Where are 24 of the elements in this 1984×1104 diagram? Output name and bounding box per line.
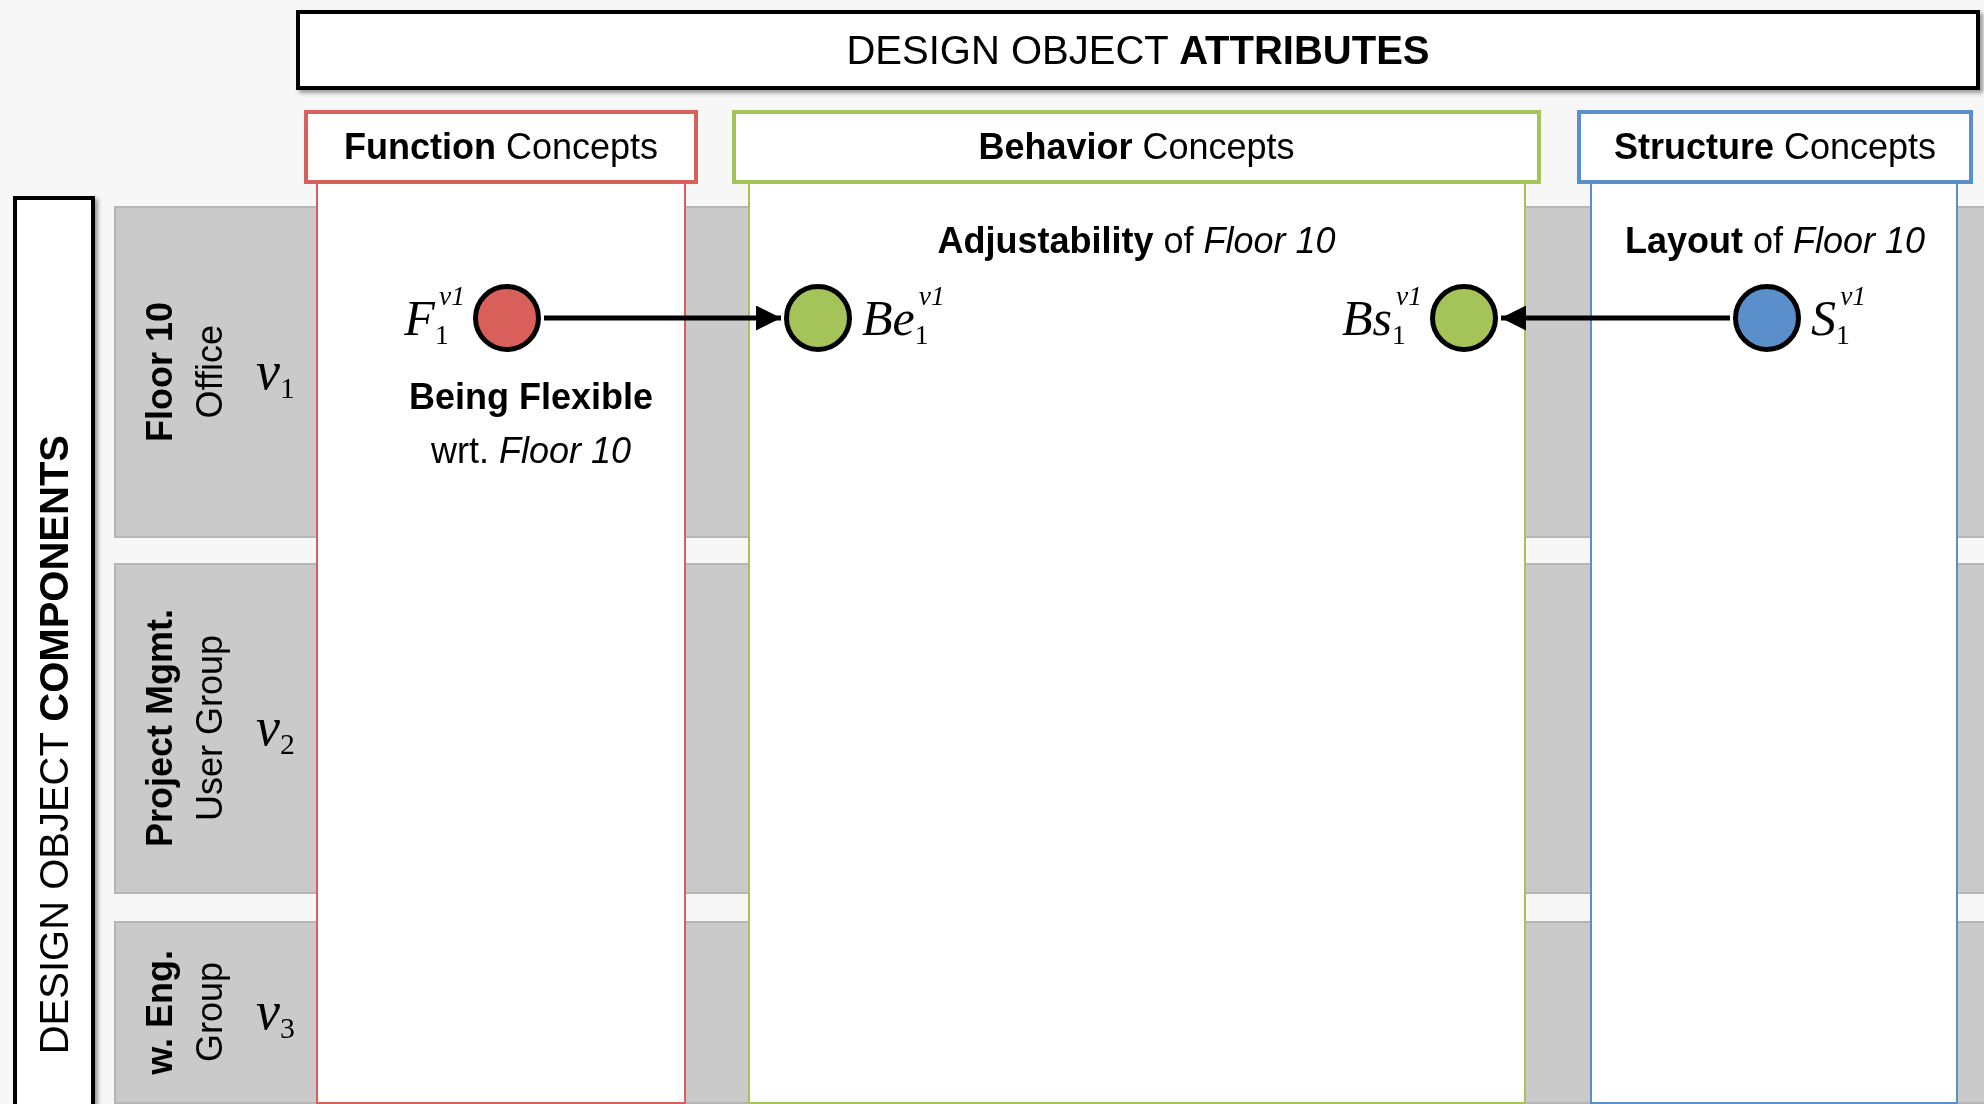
column-header-text: Function Concepts [343,126,659,168]
column-subheading: Adjustability of Floor 10 [936,220,1337,262]
row-header [114,563,316,894]
row-header [114,206,316,538]
header-box [296,10,1980,90]
column-subheading: Layout of Floor 10 [1623,220,1927,262]
component-name: w. Eng. [138,950,181,1075]
side-header-box [13,196,95,1104]
component-type: Group [188,962,231,1063]
arrow [1501,305,1730,331]
header-text: DESIGN OBJECT ATTRIBUTES [846,27,1430,73]
component-symbol: v$_{2}$ [256,696,295,761]
column-header-text: Structure Concepts [1613,126,1937,168]
column-header-text: Behavior Concepts [978,126,1295,168]
component-type: Office [188,325,231,419]
side-header-text: DESIGN OBJECT COMPONENTS [31,434,77,1054]
component-type: User Group [188,635,231,822]
concept-caption: Being Flexible wrt. Floor 10 [407,375,655,473]
component-symbol: v$_{1}$ [256,339,295,405]
component-name: Project Mgmt. [138,609,181,848]
arrow [544,305,781,331]
row-header [114,921,316,1104]
component-name: Floor 10 [138,302,181,442]
component-symbol: v$_{3}$ [256,980,295,1045]
